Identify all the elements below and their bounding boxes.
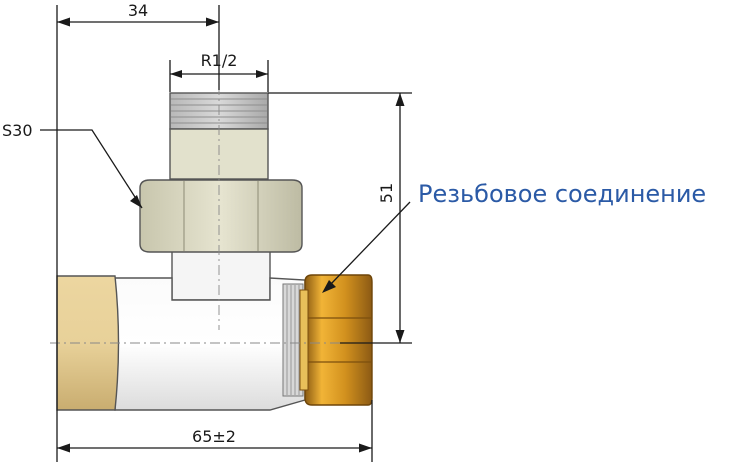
centerlines [50, 85, 390, 344]
valve-neck [171, 244, 271, 301]
valve-main-body [114, 277, 306, 411]
dim-51: 51 [377, 93, 405, 343]
valve-body [56, 244, 306, 411]
dim-34-label: 34 [128, 1, 148, 20]
dim-r12: R1/2 [170, 51, 268, 78]
dim-51-label: 51 [377, 183, 396, 203]
outlet-thread [282, 283, 304, 397]
dim-65-label: 65±2 [192, 427, 236, 446]
hex-nut-s30 [139, 179, 303, 253]
valve-end-cap [56, 275, 120, 411]
leader-caption [322, 201, 411, 293]
dim-34: 34 [57, 1, 219, 27]
dim-r12-label: R1/2 [201, 51, 238, 70]
extension-lines [56, 5, 412, 462]
brass-union-nut [299, 274, 373, 406]
thread-connection-caption: Резьбовое соединение [418, 180, 707, 208]
leader-s30-label: S30 [2, 121, 33, 140]
leader-s30: S30 [2, 121, 143, 209]
dim-65: 65±2 [57, 427, 372, 453]
